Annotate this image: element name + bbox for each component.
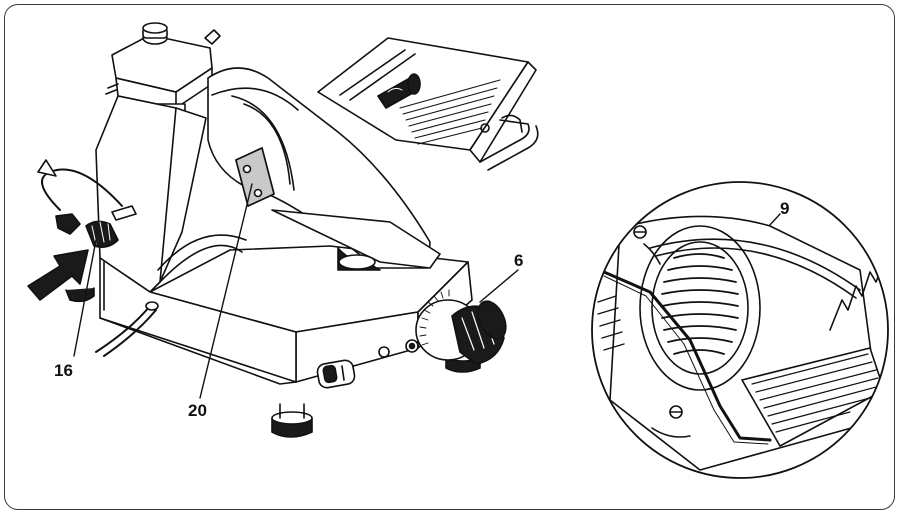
detail-inset [591, 181, 889, 479]
blade-cover-bracket [235, 147, 275, 207]
blade-guard [207, 67, 441, 271]
callout-6: 6 [514, 251, 523, 270]
thickness-dial-6 [415, 289, 507, 365]
product-carriage [317, 37, 539, 171]
rotation-arrow-icon [37, 159, 123, 211]
power-switch [316, 339, 419, 389]
power-cable [95, 301, 159, 357]
callout-9: 9 [780, 199, 789, 218]
callout-20: 20 [188, 401, 207, 420]
push-arrow-icon [27, 213, 89, 301]
callout-16: 16 [54, 361, 73, 380]
pusher-knob [377, 73, 421, 109]
thickness-knob-16 [85, 205, 137, 248]
